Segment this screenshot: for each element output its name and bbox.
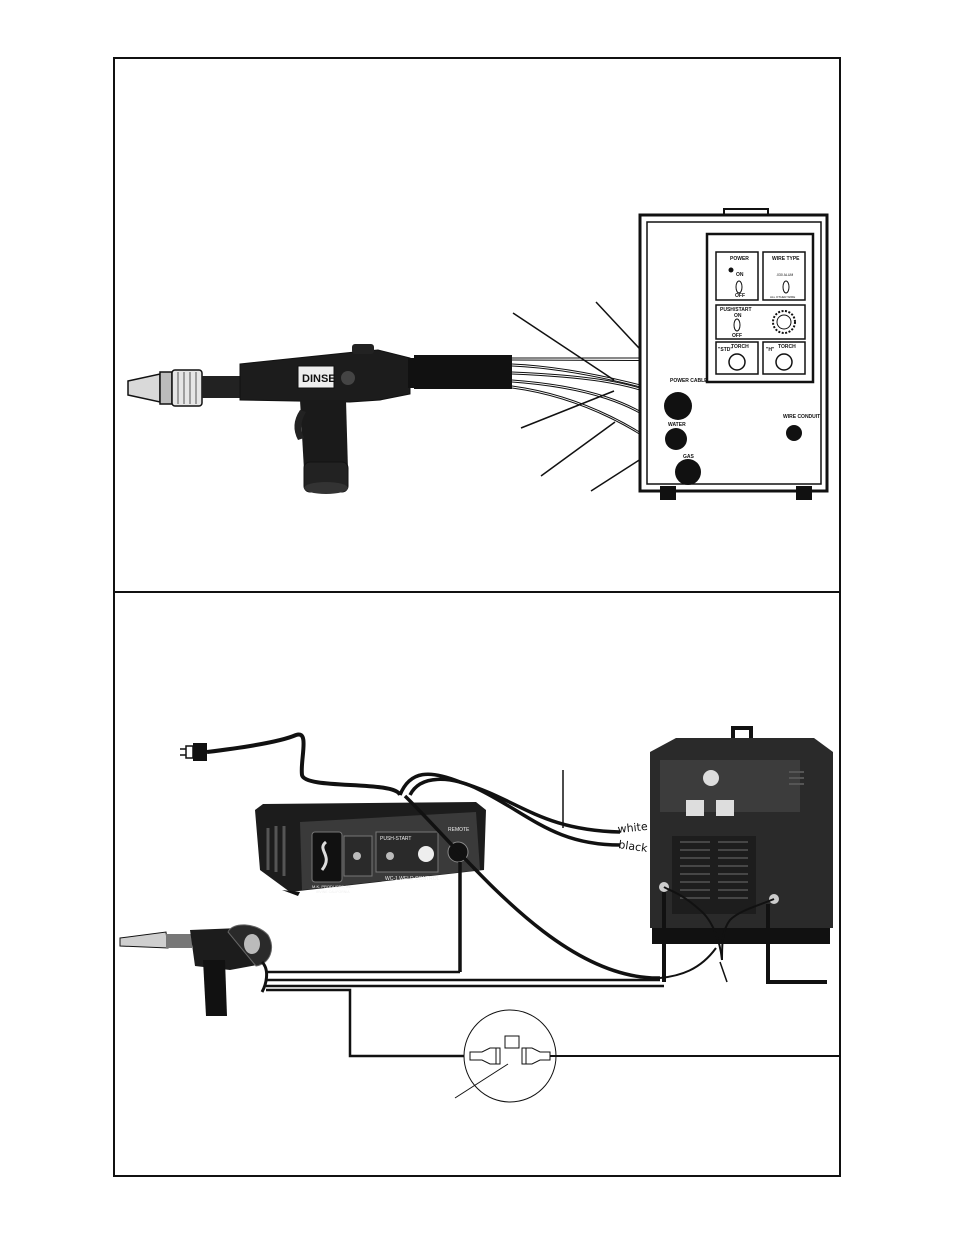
wire-feeder-cabinet [638, 208, 829, 500]
weld-control-box [255, 802, 486, 896]
maker-label: M.K. PRODUCTS, INC. [312, 884, 354, 889]
gas-label: GAS [683, 454, 695, 460]
water-label: WATER [668, 422, 686, 428]
gun-cables [266, 970, 664, 1058]
power-label: POWER [730, 256, 749, 262]
black-wire-label: black [618, 838, 649, 855]
spool-gun [119, 924, 272, 1016]
control-cables [398, 772, 661, 980]
push-start-off-label: OFF [732, 333, 742, 339]
control-panel-labels: POWER ON OFF WIRE TYPE .030 ALUM ALL OTH… [668, 256, 820, 460]
push-start-label: PUSH/START [720, 307, 752, 313]
push-start-on-label: ON [734, 313, 742, 319]
bottom-panel-frame [113, 591, 841, 1177]
maker-sub: IRVINE CALIFORNIA [316, 890, 350, 894]
power-on-label: ON [736, 272, 744, 278]
wire-conduit-label: WIRE CONDUIT [783, 414, 820, 420]
gas-coupler-detail [454, 1009, 840, 1103]
wire-type-sub: ALL OTHER WIRE [770, 295, 795, 299]
power-cable-label: POWER CABLE [670, 378, 708, 384]
push-pull-torch: DINSE [127, 344, 512, 494]
torch-std-label: TORCH [731, 344, 749, 350]
torch-std-sub: "STD" [718, 347, 733, 353]
power-cord [206, 732, 402, 797]
remote-label: REMOTE [448, 827, 470, 833]
torch-h-sub: "H" [766, 347, 775, 353]
wire-type-options: .030 ALUM [776, 273, 793, 277]
welder-output-cables [659, 886, 827, 984]
weld-control-name: WC-1 WELD CONTROL [385, 876, 440, 882]
push-start-label-wc: PUSH-START [380, 836, 411, 842]
weld-control-labels: PUSH-START REMOTE WC-1 WELD CONTROL M.K.… [312, 827, 470, 894]
torch-h-label: TORCH [778, 344, 796, 350]
white-wire-label: white [617, 820, 649, 836]
wire-type-label: WIRE TYPE [772, 256, 800, 262]
power-off-label: OFF [735, 293, 745, 299]
svg-text:DINSE: DINSE [302, 373, 336, 385]
power-plug [180, 743, 207, 761]
